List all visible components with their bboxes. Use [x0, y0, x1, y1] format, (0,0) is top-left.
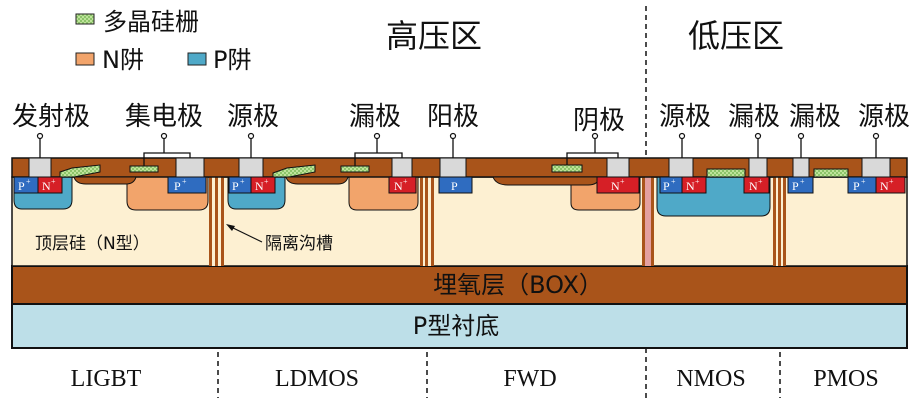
- legend-p-well-label: P阱: [213, 46, 251, 74]
- doping-plus: +: [889, 177, 894, 186]
- region-low-voltage: 低压区: [688, 17, 784, 55]
- doping-label: N: [394, 179, 403, 193]
- terminal-cathode: 阴极: [573, 106, 625, 136]
- nmos-source-n-plus: [681, 176, 707, 194]
- legend-p-well-swatch: [187, 52, 207, 66]
- doping-label: N: [255, 179, 264, 193]
- device-pmos: PMOS: [813, 366, 878, 392]
- trench-callout-arrow: [226, 224, 235, 231]
- legend-poly-label: 多晶硅栅: [103, 8, 199, 36]
- doping-label: N: [611, 179, 620, 193]
- terminal-leads: [39, 137, 877, 166]
- doping-label: P: [853, 179, 860, 193]
- doping-label: P: [174, 179, 181, 193]
- legend-n-well-label: N阱: [102, 46, 144, 74]
- ldmos-field-plate: [340, 165, 370, 173]
- doping-label: N: [880, 179, 889, 193]
- device-ldmos: LDMOS: [275, 366, 359, 392]
- ldmos-drain-contact: [391, 157, 413, 178]
- doping-label: N: [749, 179, 758, 193]
- doping-plus: +: [26, 177, 31, 186]
- legend: 多晶硅栅 N阱 P阱: [75, 8, 251, 74]
- doping-label: P: [451, 179, 458, 193]
- doping-labels: P + N + P + P + N + N + P N + P + N + N …: [18, 177, 894, 193]
- terminal-dots: [36, 132, 880, 140]
- trench-label: 隔离沟槽: [265, 234, 333, 254]
- device-nmos: NMOS: [676, 366, 745, 392]
- pmos-source-contact: [861, 157, 891, 178]
- doping-plus: +: [182, 177, 187, 186]
- trench-callout-line: [228, 225, 263, 243]
- terminal-ldmos-source: 源极: [227, 102, 279, 132]
- device-labels: LIGBT LDMOS FWD NMOS PMOS: [71, 366, 879, 392]
- collector-contact: [175, 157, 205, 178]
- doping-plus: +: [51, 177, 56, 186]
- doping-plus: +: [671, 177, 676, 186]
- nmos-drain-contact: [748, 157, 768, 178]
- doping-plus: +: [758, 177, 763, 186]
- doping-label: P: [792, 179, 799, 193]
- doping-label: P: [18, 179, 25, 193]
- box-layer: [11, 265, 908, 305]
- cathode-contact: [606, 157, 630, 178]
- terminal-pmos-source: 源极: [858, 102, 910, 132]
- doping-plus: +: [240, 177, 245, 186]
- doping-label: P: [663, 179, 670, 193]
- nmos-source-contact: [668, 157, 694, 178]
- emitter-contact: [28, 157, 52, 178]
- doping-plus: +: [403, 177, 408, 186]
- doping-plus: +: [264, 177, 269, 186]
- ldmos-source-contact: [238, 157, 264, 178]
- device-ligbt: LIGBT: [71, 366, 142, 392]
- ligbt-field-plate: [129, 165, 159, 173]
- region-high-voltage: 高压区: [386, 17, 482, 55]
- doping-plus: +: [695, 177, 700, 186]
- pmos-drain-contact: [792, 157, 810, 178]
- box-label: 埋氧层（BOX）: [433, 271, 603, 299]
- doping-label: P: [232, 179, 239, 193]
- locos-bulges: [73, 176, 601, 186]
- terminal-emitter: 发射极: [12, 102, 90, 132]
- legend-n-well-swatch: [75, 52, 95, 66]
- doping-label: N: [686, 179, 695, 193]
- fwd-field-plate: [551, 164, 583, 173]
- terminal-anode: 阳极: [427, 102, 479, 132]
- terminal-nmos-source: 源极: [659, 102, 711, 132]
- pmos-poly-gate: [813, 168, 849, 178]
- anode-contact: [439, 157, 467, 178]
- doped-regions: [13, 176, 906, 194]
- device-fwd: FWD: [503, 366, 556, 392]
- doping-plus: +: [620, 177, 625, 186]
- doping-label: N: [42, 179, 51, 193]
- terminal-pmos-drain: 漏极: [789, 102, 841, 132]
- doping-plus: +: [800, 177, 805, 186]
- device-dividers: [217, 352, 781, 398]
- doping-plus: +: [861, 177, 866, 186]
- terminal-collector: 集电极: [125, 102, 203, 132]
- top-silicon-label: 顶层硅（N型）: [35, 234, 150, 254]
- terminal-labels: 发射极 集电极 源极 漏极 阳极 阴极 源极 漏极 漏极 源极: [12, 102, 910, 136]
- terminal-ldmos-drain: 漏极: [349, 102, 401, 132]
- terminal-nmos-drain: 漏极: [728, 102, 780, 132]
- legend-poly-swatch: [75, 13, 95, 25]
- substrate-label: P型衬底: [413, 312, 499, 340]
- nmos-poly-gate: [706, 168, 746, 178]
- isolation-trenches: [209, 177, 786, 266]
